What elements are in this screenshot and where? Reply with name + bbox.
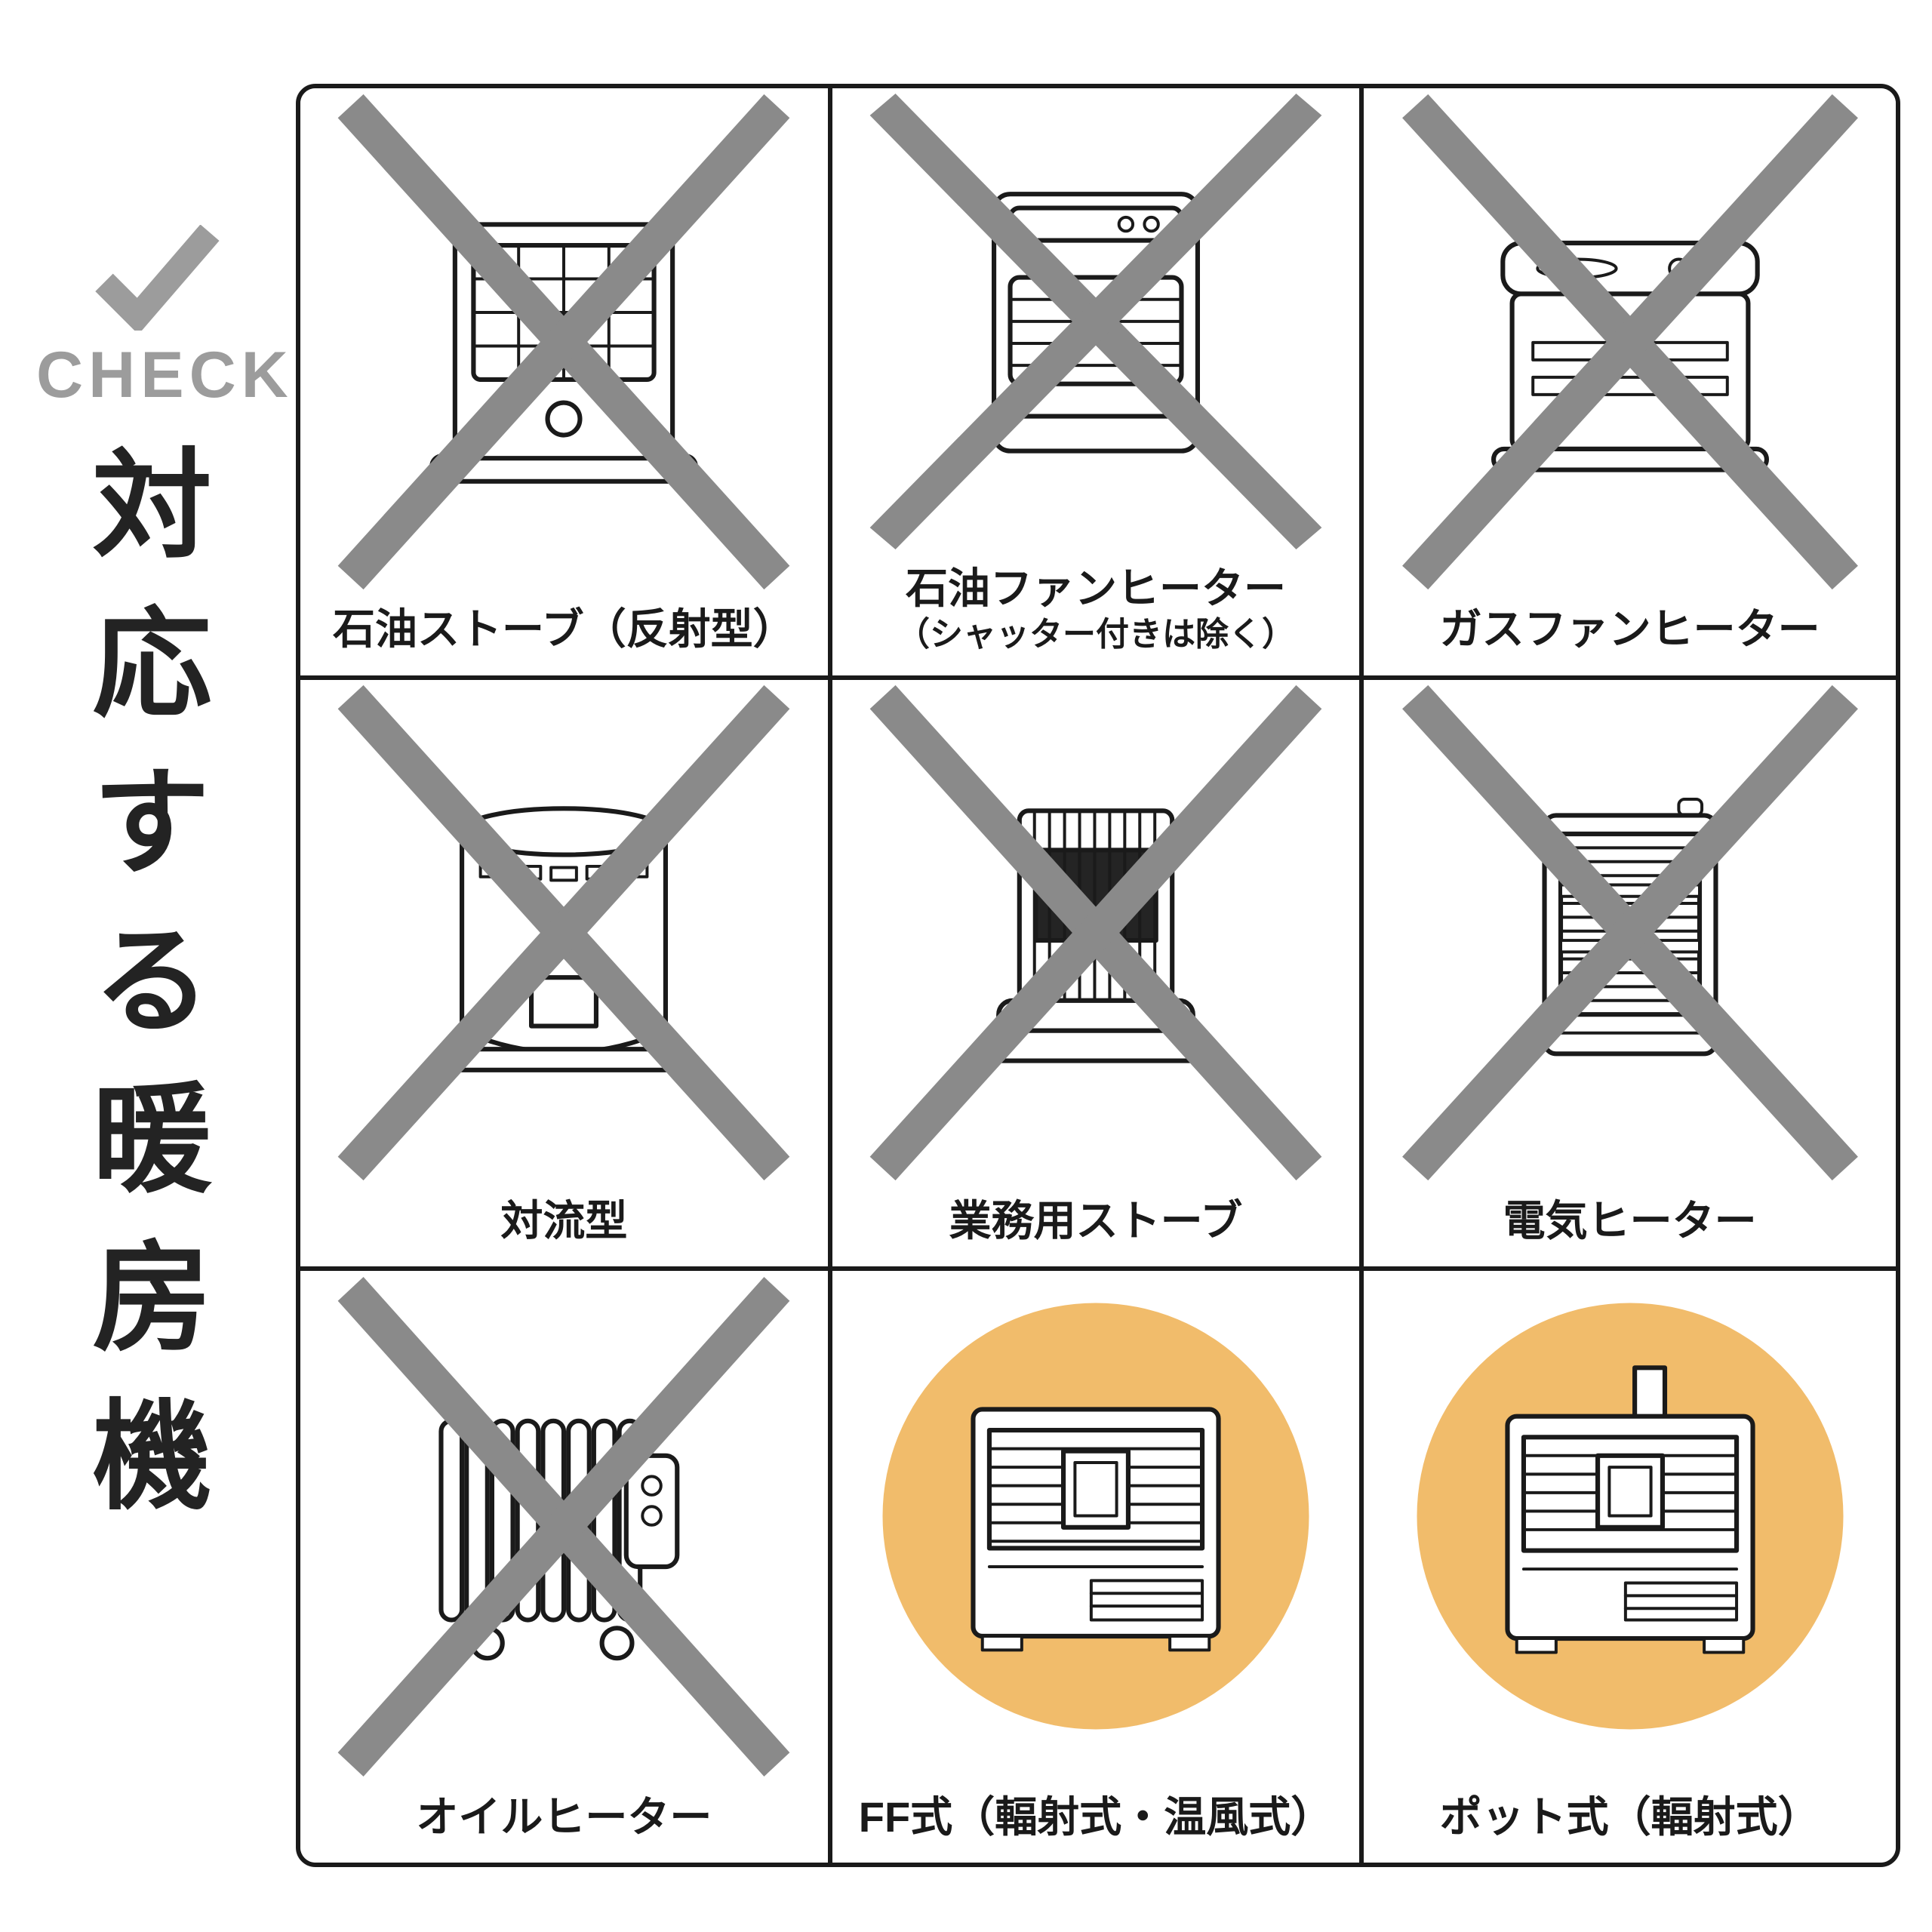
cross-mark-icon: [337, 94, 790, 589]
cross-mark-icon: [869, 94, 1322, 549]
cell-label-wrap: オイルヒーター: [300, 1793, 828, 1863]
cell-label-wrap: 石油ストーブ（反射型）: [300, 605, 828, 675]
cell-art: [300, 88, 828, 605]
cross-mark-icon: [337, 1277, 790, 1777]
cell-label-wrap: 電気ヒーター: [1364, 1197, 1896, 1266]
cell-label-wrap: ガスファンヒーター: [1364, 605, 1896, 675]
cell-art: [300, 680, 828, 1197]
cell-label: 対流型: [500, 1196, 628, 1244]
cell-ff-heater: FF式（輻射式・温風式）: [832, 1271, 1364, 1863]
cell-art: [1364, 680, 1896, 1197]
cell-oil-radiator-heater: オイルヒーター: [300, 1271, 832, 1863]
cell-label-wrap: ポット式（輻射式）: [1364, 1793, 1896, 1863]
cross-mark-icon: [337, 685, 790, 1181]
cell-label-wrap: 業務用ストーブ: [832, 1197, 1360, 1266]
cell-label-wrap: 石油ファンヒーター （シャッター付きは除く）: [832, 565, 1360, 675]
cell-art: [1364, 88, 1896, 605]
cell-pot-heater: ポット式（輻射式）: [1364, 1271, 1896, 1863]
cell-art: [1364, 1271, 1896, 1792]
cell-art: [300, 1271, 828, 1792]
cell-label: FF式（輻射式・温風式）: [858, 1792, 1334, 1841]
cell-gas-fan-heater: ガスファンヒーター: [1364, 88, 1896, 680]
cell-label: オイルヒーター: [416, 1792, 712, 1841]
cell-art: [832, 88, 1360, 565]
cell-electric-heater: 電気ヒーター: [1364, 679, 1896, 1272]
cell-label: 石油ストーブ（反射型）: [333, 605, 795, 654]
page-title: 対応する暖房機: [75, 442, 208, 1552]
cross-mark-icon: [869, 685, 1322, 1181]
sidebar: CHECK 対応する暖房機: [0, 0, 294, 1932]
check-label: CHECK: [36, 339, 294, 411]
cross-mark-icon: [1401, 94, 1858, 589]
heater-grid: 石油ストーブ（反射型）: [296, 84, 1900, 1867]
pot-heater-icon: [1505, 1365, 1755, 1654]
cell-sublabel: （シャッター付きは除く）: [896, 616, 1295, 654]
check-icon: [95, 225, 220, 331]
cell-label-wrap: 対流型: [300, 1197, 828, 1266]
cell-label-wrap: FF式（輻射式・温風式）: [832, 1793, 1360, 1863]
cell-art: [832, 680, 1360, 1197]
cell-label: 業務用ストーブ: [949, 1196, 1243, 1244]
cell-commercial-stove: 業務用ストーブ: [832, 679, 1364, 1272]
ff-heater-icon: [971, 1407, 1221, 1652]
cross-mark-icon: [1401, 685, 1858, 1181]
cell-convection-heater: 対流型: [300, 679, 832, 1272]
cell-art: [832, 1271, 1360, 1792]
cell-label: 石油ファンヒーター: [905, 564, 1286, 612]
cell-label: ポット式（輻射式）: [1439, 1792, 1820, 1841]
cell-oil-fan-heater: 石油ファンヒーター （シャッター付きは除く）: [832, 88, 1364, 680]
cell-label: 電気ヒーター: [1503, 1196, 1757, 1244]
cell-oil-stove-reflective: 石油ストーブ（反射型）: [300, 88, 832, 680]
cell-label: ガスファンヒーター: [1439, 605, 1820, 654]
